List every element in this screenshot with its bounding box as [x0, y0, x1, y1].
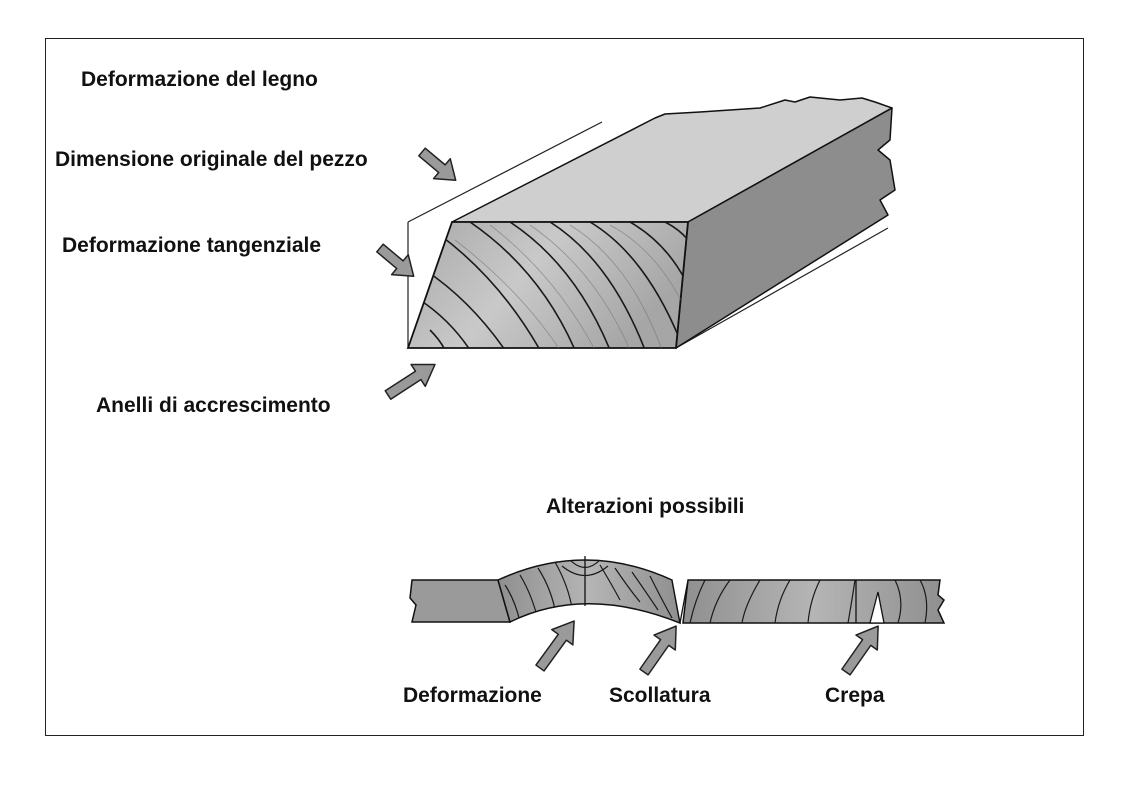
arrow-original-dimension	[418, 147, 457, 182]
board-left	[409, 579, 511, 623]
diagram-title: Deformazione del legno	[81, 68, 318, 91]
original-dimension-outline	[407, 121, 889, 349]
board-warped	[497, 559, 681, 625]
beam-side-face	[675, 107, 896, 349]
beam-top-face	[451, 96, 893, 223]
label-deformation: Deformazione	[403, 684, 542, 707]
label-detachment: Scollatura	[609, 684, 711, 707]
arrows	[376, 147, 879, 676]
beam-end-grain	[406, 221, 689, 349]
arrow-tangential-deformation	[376, 243, 415, 278]
crack-notch	[869, 591, 885, 624]
arrow-detachment	[639, 625, 677, 676]
label-tangential-deformation: Deformazione tangenziale	[62, 234, 322, 257]
board-right	[682, 579, 946, 624]
arrow-deformation	[535, 620, 575, 672]
label-growth-rings: Anelli di accrescimento	[96, 394, 331, 417]
label-possible-alterations: Alterazioni possibili	[546, 495, 745, 518]
arrow-crack	[841, 625, 879, 676]
label-original-dimension: Dimensione originale del pezzo	[55, 148, 368, 171]
arrow-growth-rings	[384, 363, 436, 400]
detachment-gap	[671, 579, 689, 624]
alterations-boards	[409, 556, 946, 625]
label-crack: Crepa	[825, 684, 885, 707]
